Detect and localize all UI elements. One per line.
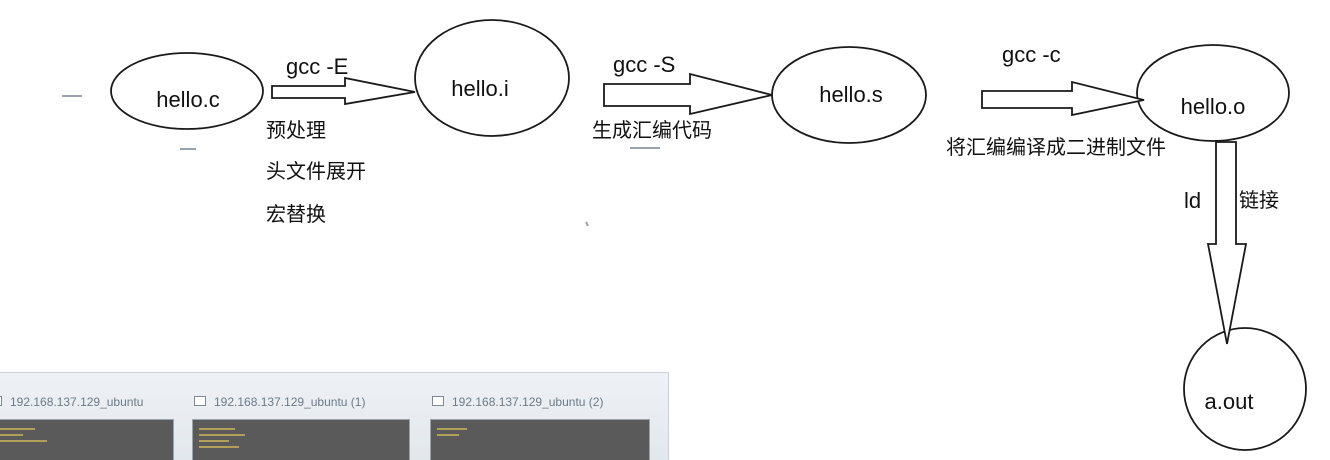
node-hello-c: hello.c [110,52,264,130]
command-ld: ld [1184,188,1201,213]
taskbar-thumb-1[interactable]: 192.168.137.129_ubuntu [0,389,176,460]
node-hello-o-label: hello.o [1181,94,1246,119]
note-assemble: 将汇编编译成二进制文件 [946,135,1166,159]
command-gcc-S: gcc -S [613,52,675,77]
arrow-link [1206,141,1248,345]
taskbar-thumb-3[interactable]: 192.168.137.129_ubuntu (2) [430,389,650,460]
node-hello-i: hello.i [414,19,570,137]
thumb-preview [0,419,174,460]
arrow-assemble [981,80,1145,117]
arrow-compile [603,72,773,116]
taskbar-thumb-1-title: 192.168.137.129_ubuntu [10,395,144,409]
stray-marks [62,95,660,227]
note-compile: 生成汇编代码 [592,118,712,142]
taskbar-thumb-3-title: 192.168.137.129_ubuntu (2) [452,395,604,409]
node-hello-o: hello.o [1136,44,1290,142]
node-hello-c-label: hello.c [156,87,220,112]
note-link: 链接 [1239,188,1279,212]
taskbar-thumb-2-title: 192.168.137.129_ubuntu (1) [214,395,366,409]
note-preprocess-2: 头文件展开 [266,159,366,183]
window-icon [432,396,444,406]
node-hello-s-label: hello.s [819,82,883,107]
arrow-preprocess [271,76,416,106]
note-preprocess-1: 预处理 [266,118,326,142]
taskbar-thumb-2[interactable]: 192.168.137.129_ubuntu (1) [192,389,410,460]
taskbar-thumbnail-strip: 192.168.137.129_ubuntu 192.168.137.129_u… [0,372,669,460]
thumb-preview [430,419,650,460]
thumb-preview [192,419,410,460]
node-a-out: a.out [1183,327,1307,451]
node-hello-s: hello.s [771,46,927,144]
window-icon [0,396,2,406]
command-gcc-c: gcc -c [1002,42,1061,67]
note-preprocess-3: 宏替换 [266,202,326,226]
window-icon [194,396,206,406]
command-gcc-E: gcc -E [286,54,348,79]
node-hello-i-label: hello.i [451,76,508,101]
node-a-out-label: a.out [1205,389,1254,414]
